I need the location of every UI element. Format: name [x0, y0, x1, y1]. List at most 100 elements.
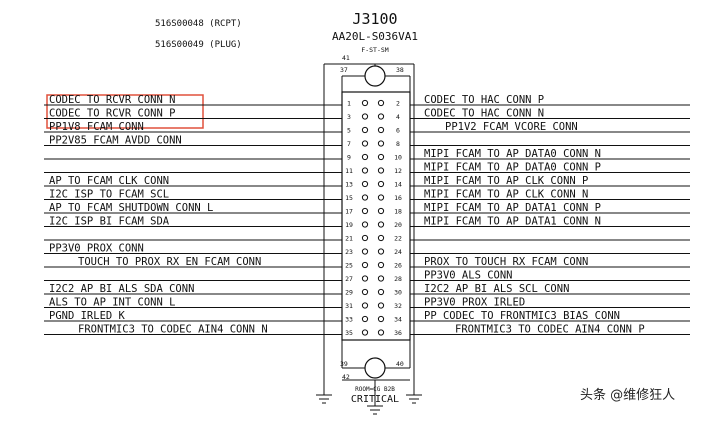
pin-contact — [361, 180, 369, 188]
pin-number: 1 — [347, 100, 351, 108]
pin-number: 17 — [345, 208, 353, 216]
pin-number: 11 — [345, 167, 353, 175]
pin-contact — [377, 315, 385, 323]
mount-pin-39: 39 — [340, 360, 348, 368]
connector-body — [341, 91, 411, 341]
net-label-left: TOUCH_TO_PROX_RX_EN_FCAM_CONN — [78, 256, 261, 268]
pin-number: 33 — [345, 316, 353, 324]
pin-contact — [377, 329, 385, 336]
pin-number: 23 — [345, 248, 353, 256]
pin-contact — [377, 261, 385, 269]
pin-contact — [377, 275, 385, 282]
pin-contact — [361, 207, 369, 215]
rcpt-part-number: 516S00048 (RCPT) — [155, 19, 242, 29]
pin-contact — [377, 167, 385, 174]
net-label-left: AP_TO_FCAM_SHUTDOWN_CONN_L — [49, 202, 213, 214]
net-label-right: MIPI_FCAM_TO_AP_CLK_CONN_P — [424, 175, 588, 187]
connector-part: AA20L-S036VA1 — [332, 30, 418, 43]
pin-number: 28 — [394, 275, 402, 283]
net-label-left: I2C_ISP_BI_FCAM_SDA — [49, 216, 170, 228]
pin-number: 26 — [394, 262, 402, 270]
net-label-right: PP1V2_FCAM_VCORE_CONN — [445, 121, 578, 133]
mount-pin-42: 42 — [342, 373, 350, 381]
bottom-mount-hole — [364, 357, 386, 379]
pin-number: 14 — [394, 181, 402, 189]
pin-number: 4 — [396, 113, 400, 121]
pin-number: 12 — [394, 167, 402, 175]
pin-contact — [377, 288, 385, 296]
pin-contact — [361, 261, 369, 269]
pin-contact — [377, 180, 385, 188]
net-label-right: FRONTMIC3_TO_CODEC_AIN4_CONN_P — [455, 324, 645, 336]
pin-number: 16 — [394, 194, 402, 202]
pin-contact — [361, 194, 369, 201]
net-label-left: CODEC_TO_RCVR_CONN_N — [49, 94, 175, 106]
net-label-right: MIPI_FCAM_TO_AP_DATA0_CONN_N — [424, 148, 601, 160]
pin-number: 6 — [396, 127, 400, 135]
pin-number: 13 — [345, 181, 353, 189]
pin-number: 3 — [347, 113, 351, 121]
pin-contact — [377, 140, 385, 147]
pin-contact — [377, 248, 385, 255]
net-label-left: PP2V85_FCAM_AVDD_CONN — [49, 135, 182, 147]
pin-number: 34 — [394, 316, 402, 324]
pin-contact — [377, 126, 385, 134]
pin-number: 31 — [345, 302, 353, 310]
pin-number: 2 — [396, 100, 400, 108]
net-label-left: PP3V0_PROX_CONN — [49, 243, 144, 255]
pin-contact — [377, 302, 385, 309]
net-label-right: PP_CODEC_TO_FRONTMIC3_BIAS_CONN — [424, 310, 620, 322]
pin-contact — [361, 248, 369, 255]
net-label-right: I2C2_AP_BI_ALS_SCL_CONN — [424, 283, 569, 295]
ground-symbol-right — [406, 350, 422, 404]
pin-contact — [361, 288, 369, 296]
net-label-left: AP_TO_FCAM_CLK_CONN — [49, 175, 169, 187]
pin-contact — [361, 315, 369, 323]
pin-contact — [361, 167, 369, 174]
net-label-right: MIPI_FCAM_TO_AP_DATA0_CONN_P — [424, 162, 601, 174]
pin-number: 19 — [345, 221, 353, 229]
pin-number: 7 — [347, 140, 351, 148]
pin-number: 8 — [396, 140, 400, 148]
pin-number: 5 — [347, 127, 351, 135]
pin-number: 36 — [394, 329, 402, 337]
pin-contact — [361, 99, 369, 107]
mount-pin-37: 37 — [340, 66, 348, 74]
pin-number: 25 — [345, 262, 353, 270]
net-label-left: PGND_IRLED_K — [49, 310, 126, 322]
net-label-right: CODEC_TO_HAC_CONN_N — [424, 108, 544, 120]
pin-contact — [361, 234, 369, 242]
ground-symbol-left — [316, 350, 332, 404]
pin-contact — [361, 275, 369, 282]
connector-refdes: J3100 — [352, 10, 397, 28]
net-label-left: PP1V8_FCAM_CONN — [49, 121, 144, 133]
connector-variant: F-ST-SM — [361, 46, 388, 54]
mount-pin-40: 40 — [396, 360, 404, 368]
net-label-left: ALS_TO_AP_INT_CONN_L — [49, 297, 175, 309]
net-label-left: I2C_ISP_TO_FCAM_SCL — [49, 189, 169, 201]
pin-number: 18 — [394, 208, 402, 216]
pin-number: 9 — [347, 154, 351, 162]
pin-number: 32 — [394, 302, 402, 310]
pin-contact — [377, 99, 385, 107]
pin-contact — [361, 221, 369, 228]
net-label-right: MIPI_FCAM_TO_AP_CLK_CONN_N — [424, 189, 588, 201]
pin-contact — [361, 302, 369, 309]
pin-number: 35 — [345, 329, 353, 337]
pin-contact — [361, 126, 369, 134]
net-label-right: CODEC_TO_HAC_CONN_P — [424, 94, 544, 106]
pin-contact — [377, 153, 385, 161]
net-label-left: I2C2_AP_BI_ALS_SDA_CONN — [49, 283, 194, 295]
pin-rows: 1CODEC_TO_RCVR_CONN_N3CODEC_TO_RCVR_CONN… — [44, 94, 690, 337]
pin-contact — [361, 153, 369, 161]
net-label-right: PROX_TO_TOUCH_RX_FCAM_CONN — [424, 256, 588, 268]
pin-number: 24 — [394, 248, 402, 256]
mount-pin-38: 38 — [396, 66, 404, 74]
net-label-right: PP3V0_PROX_IRLED — [424, 297, 525, 309]
pin-number: 20 — [394, 221, 402, 229]
pin-contact — [377, 207, 385, 215]
pin-contact — [377, 113, 385, 120]
pin-contact — [377, 221, 385, 228]
